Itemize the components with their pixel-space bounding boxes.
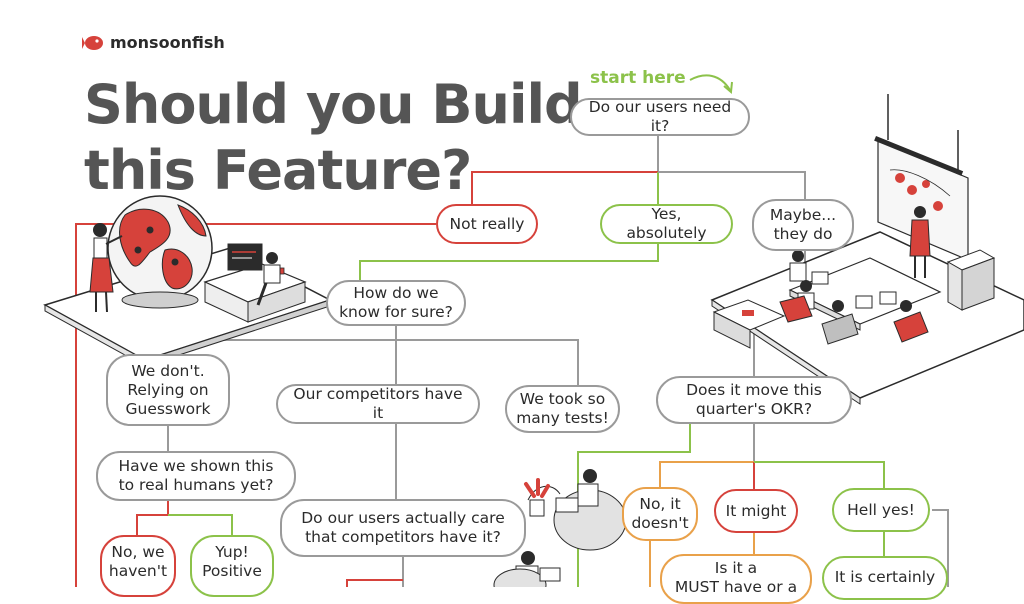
node-shown-to-humans: Have we shown this to real humans yet? [96,451,296,501]
office-team-illustration [710,94,1024,405]
connector-line [658,171,806,200]
node-users-need-it: Do our users need it? [570,98,750,136]
start-arrowhead [723,81,733,95]
connector-line [396,339,579,386]
node-yes-absolutely: Yes, absolutely [600,204,733,244]
connector-line [75,223,436,587]
connector-line [659,461,754,488]
node-no-it-doesnt: No, it doesn't [622,487,698,541]
connector-line [136,500,169,536]
node-must-have: Is it a MUST have or a [660,554,812,604]
node-competitors-have-it: Our competitors have it [276,384,480,424]
node-it-might: It might [714,489,798,533]
node-not-really: Not really [436,204,538,244]
brand-name: monsoonfish [110,33,225,52]
start-arrow [689,74,731,91]
brand-logo: monsoonfish [82,33,225,52]
node-yup-positive: Yup! Positive [190,535,274,597]
node-maybe-they-do: Maybe... they do [752,199,854,251]
flowchart-canvas: monsoonfish Should you Build this Featur… [43,33,1024,604]
node-certainly: It is certainly [822,556,948,600]
connector-line [471,171,658,205]
node-guesswork: We don't. Relying on Guesswork [106,354,230,426]
node-hell-yes: Hell yes! [832,488,930,532]
connector-line [932,509,949,587]
lounge-illustration [493,469,627,587]
connector-line [346,579,403,587]
start-label: start here [590,68,686,88]
node-users-care: Do our users actually care that competit… [280,499,526,557]
node-how-do-we-know: How do we know for sure? [326,280,466,326]
connector-line [168,514,233,536]
fish-logo-icon [82,35,103,50]
flowchart-illustration [43,74,1024,587]
node-took-tests: We took so many tests! [505,385,620,433]
globe-office-illustration [43,195,332,367]
node-no-we-havent: No, we haven't [100,535,176,597]
page-title: Should you Build this Feature? [84,73,583,202]
connector-line [359,243,659,282]
connector-line [754,461,885,489]
node-move-okr: Does it move this quarter's OKR? [656,376,852,424]
